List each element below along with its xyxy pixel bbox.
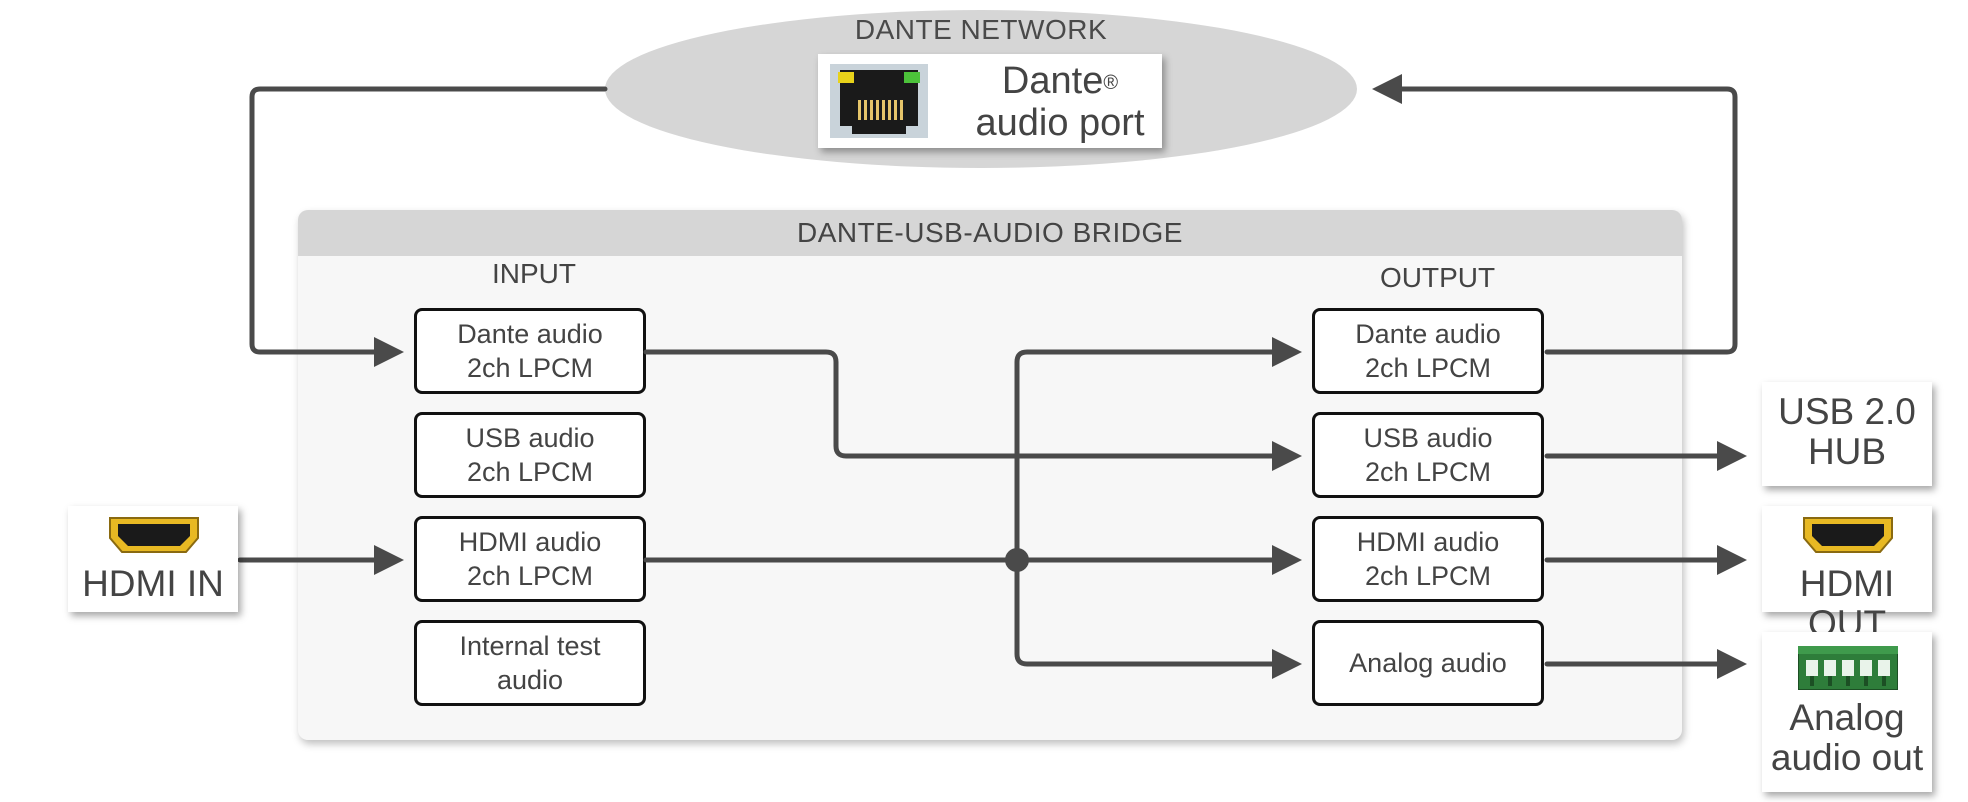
hdmi-connector-icon	[1803, 517, 1893, 553]
input-column-label: INPUT	[492, 258, 576, 289]
output-column-label: OUTPUT	[1380, 262, 1496, 293]
hdmi-connector-icon	[109, 517, 199, 553]
input-usb-audio: USB audio 2ch LPCM	[414, 412, 646, 498]
input-hdmi-audio: HDMI audio 2ch LPCM	[414, 516, 646, 602]
usb-hub-label: USB 2.0 HUB	[1778, 391, 1916, 472]
wire-network-to-dante-input	[249, 86, 608, 367]
wire-dante-output-to-network	[1372, 74, 1738, 355]
output-dante-audio: Dante audio 2ch LPCM	[1312, 308, 1544, 394]
wire-junction-to-dante-output	[1014, 337, 1302, 563]
dante-audio-port: Dante® audio port	[818, 54, 1162, 148]
input-internal-test-audio: Internal test audio	[414, 620, 646, 706]
output-hdmi-audio: HDMI audio 2ch LPCM	[1312, 516, 1544, 602]
ethernet-port-icon	[830, 64, 928, 138]
terminal-block-icon	[1798, 646, 1898, 690]
dante-network-title: DANTE NETWORK	[854, 14, 1108, 45]
analog-out-label: Analog audio out	[1770, 697, 1924, 778]
wire-junction-to-analog-output	[1014, 557, 1302, 679]
output-usb-audio: USB audio 2ch LPCM	[1312, 412, 1544, 498]
junction-dot	[1005, 548, 1029, 572]
bridge-title: DANTE-USB-AUDIO BRIDGE	[298, 210, 1682, 256]
output-analog-audio: Analog audio	[1312, 620, 1544, 706]
wire-dante-input-to-usb-output	[643, 349, 1302, 471]
usb-hub-device: USB 2.0 HUB	[1762, 382, 1932, 486]
registered-mark: ®	[1103, 72, 1119, 94]
dante-port-label-line2: audio port	[975, 102, 1145, 144]
dante-port-label: Dante® audio port	[968, 60, 1152, 144]
hdmi-in-device: HDMI IN	[68, 506, 238, 612]
input-dante-audio: Dante audio 2ch LPCM	[414, 308, 646, 394]
hdmi-out-device: HDMI OUT	[1762, 506, 1932, 644]
analog-out-device: Analog audio out	[1762, 632, 1932, 792]
dante-port-label-line1: Dante	[1001, 60, 1104, 102]
hdmi-in-label: HDMI IN	[82, 563, 224, 604]
